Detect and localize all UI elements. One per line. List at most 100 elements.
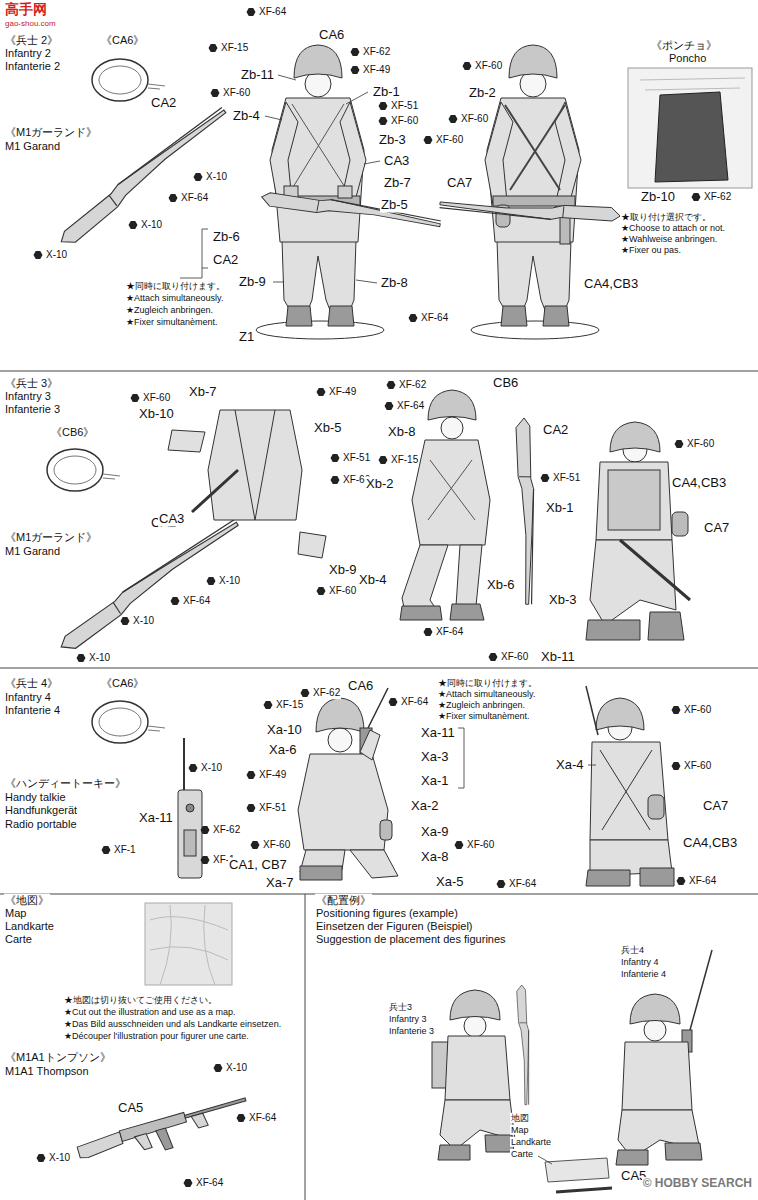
paint-code: XF-64 bbox=[420, 312, 449, 324]
heading: 《配置例》 bbox=[315, 894, 372, 907]
note: ★Cut out the illustration and use as a m… bbox=[63, 1007, 237, 1017]
paint-marker bbox=[449, 115, 458, 123]
section-divider bbox=[0, 371, 758, 372]
poncho-inset bbox=[655, 92, 728, 182]
heading: 《ハンディートーキー》 bbox=[4, 777, 127, 790]
part-number: Xb-3 bbox=[548, 593, 577, 608]
figure-radio-back bbox=[600, 750, 652, 830]
map-sheet bbox=[150, 905, 228, 985]
paint-code: X-10 bbox=[88, 652, 111, 664]
torso-parts bbox=[168, 410, 326, 558]
part-number: Xb-2 bbox=[365, 477, 394, 492]
figure-kneeling-front bbox=[402, 545, 448, 612]
figure-placement bbox=[556, 1188, 612, 1192]
leader-line bbox=[458, 728, 464, 788]
heading: 《CA6》 bbox=[100, 34, 145, 47]
part-number: Zb-9 bbox=[238, 275, 267, 290]
part-number: Zb-10 bbox=[640, 190, 676, 205]
paint-code: X-10 bbox=[140, 219, 163, 231]
paint-marker bbox=[129, 221, 138, 229]
note: ★Wahlweise anbringen. bbox=[620, 234, 718, 244]
paint-code: XF-51 bbox=[390, 100, 419, 112]
paint-marker bbox=[301, 689, 310, 697]
part-number: CA6 bbox=[318, 28, 345, 43]
figure-radio-front bbox=[300, 866, 342, 880]
figure-front bbox=[256, 45, 441, 339]
paint-marker bbox=[692, 193, 701, 201]
paint-marker bbox=[201, 826, 210, 834]
radio-drawing bbox=[184, 830, 196, 856]
note: ★Das Bild ausschneiden und als Landkarte… bbox=[63, 1019, 282, 1029]
note: Infanterie 3 bbox=[388, 1026, 435, 1036]
part-number: Xb-8 bbox=[387, 425, 416, 440]
paint-marker bbox=[237, 1114, 246, 1122]
paint-marker bbox=[675, 440, 684, 448]
part-number: Zb-6 bbox=[212, 230, 241, 245]
paint-code: X-10 bbox=[48, 1152, 71, 1164]
paint-marker bbox=[379, 102, 388, 110]
paint-code: XF-15 bbox=[390, 454, 419, 466]
paint-marker bbox=[351, 48, 360, 56]
heading: 《兵士 4》 bbox=[4, 677, 59, 690]
thompson-drawing bbox=[185, 1098, 246, 1118]
part-number: Zb-3 bbox=[378, 133, 407, 148]
figure-back bbox=[471, 321, 599, 339]
paint-code: XF-51 bbox=[258, 802, 287, 814]
thompson-drawing bbox=[191, 1113, 208, 1129]
helmet-inset bbox=[47, 449, 120, 491]
paint-code: X-10 bbox=[45, 249, 68, 261]
paint-code: XF-62 bbox=[703, 191, 732, 203]
paint-marker bbox=[497, 880, 506, 888]
figure-radio-front bbox=[380, 820, 392, 840]
part-number: Xa-2 bbox=[410, 799, 439, 814]
paint-marker bbox=[251, 841, 260, 849]
note: Map bbox=[510, 1125, 530, 1135]
note: ★Attach simultaneously. bbox=[437, 689, 536, 699]
section-divider bbox=[0, 894, 758, 895]
figure-back bbox=[485, 45, 581, 326]
part-number: CA2 bbox=[150, 96, 177, 111]
note: ★同時に取り付けます。 bbox=[437, 678, 538, 688]
paint-code: XF-15 bbox=[220, 42, 249, 54]
figure-front bbox=[290, 104, 348, 192]
note: 兵士3 bbox=[388, 1002, 413, 1012]
heading: 《M1ガーランド》 bbox=[4, 531, 98, 544]
torso-parts bbox=[235, 410, 275, 520]
torso-parts bbox=[192, 470, 238, 512]
heading: 《兵士 2》 bbox=[4, 34, 59, 47]
heading: Positioning figures (example) bbox=[315, 907, 459, 920]
figure-radio-front bbox=[316, 698, 364, 732]
paint-code: XF-60 bbox=[142, 392, 171, 404]
part-number: Xa-1 bbox=[420, 774, 449, 789]
radio-drawing bbox=[183, 738, 185, 790]
paint-code: XF-60 bbox=[686, 438, 715, 450]
note: Infanterie 4 bbox=[620, 969, 667, 979]
paint-marker bbox=[171, 597, 180, 605]
paint-marker bbox=[34, 251, 43, 259]
heading: Infanterie 4 bbox=[4, 704, 61, 717]
part-number: Xb-6 bbox=[486, 578, 515, 593]
heading: M1 Garand bbox=[4, 140, 61, 153]
section-divider bbox=[305, 894, 306, 1200]
heading: Radio portable bbox=[4, 818, 78, 831]
figure-back bbox=[505, 105, 565, 190]
part-number: Xa-9 bbox=[420, 825, 449, 840]
note: Landkarte bbox=[510, 1137, 552, 1147]
heading: Infantry 2 bbox=[4, 47, 52, 60]
note: Infantry 3 bbox=[388, 1014, 428, 1024]
paint-marker bbox=[201, 856, 210, 864]
paint-code: X-10 bbox=[200, 762, 223, 774]
paint-marker bbox=[211, 89, 220, 97]
radio-drawing bbox=[178, 790, 202, 878]
figure-front bbox=[256, 321, 384, 339]
figure-kneeling-front bbox=[428, 460, 475, 520]
heading: Einsetzen der Figuren (Beispiel) bbox=[315, 920, 474, 933]
paint-marker bbox=[214, 1064, 223, 1072]
figure-kneeling-back bbox=[596, 462, 672, 540]
figure-placement bbox=[630, 994, 680, 1024]
thompson-drawing bbox=[76, 1132, 124, 1160]
paint-code: X-10 bbox=[225, 1062, 248, 1074]
note: 地図 bbox=[510, 1113, 530, 1123]
figure-placement bbox=[622, 1042, 692, 1110]
part-number: Xa-5 bbox=[435, 875, 464, 890]
